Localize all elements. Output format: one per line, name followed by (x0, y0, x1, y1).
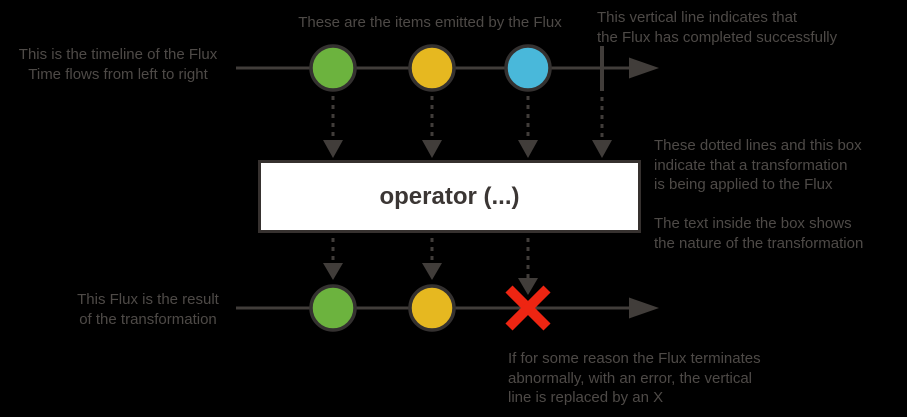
source-marble-yellow (408, 44, 456, 92)
dotted-arrowhead-source-complete-icon (592, 140, 612, 158)
operator-label: operator (...) (379, 182, 520, 210)
dotted-arrowhead-source-3-icon (518, 140, 538, 158)
note-emitted-items: These are the items emitted by the Flux (298, 14, 562, 31)
dotted-arrowhead-source-2-icon (422, 140, 442, 158)
operator-box: operator (...) (258, 160, 641, 233)
error-x-icon (505, 285, 551, 331)
result-marble-green (309, 284, 357, 332)
note-result: This Flux is the result of the transform… (77, 291, 219, 328)
dotted-arrowhead-result-error-icon (518, 278, 538, 295)
note-error: If for some reason the Flux terminates a… (508, 350, 761, 406)
note-transformation: These dotted lines and this box indicate… (654, 137, 864, 252)
result-marble-yellow (408, 284, 456, 332)
result-timeline-arrowhead-icon (629, 297, 659, 319)
source-timeline-arrowhead-icon (629, 57, 659, 79)
dotted-arrowhead-result-2-icon (422, 263, 442, 280)
note-timeline: This is the timeline of the Flux Time fl… (18, 46, 218, 83)
dotted-arrowhead-source-1-icon (323, 140, 343, 158)
note-completion: This vertical line indicates that the Fl… (597, 9, 838, 46)
dotted-arrowhead-result-1-icon (323, 263, 343, 280)
source-marble-green (309, 44, 357, 92)
source-marble-blue (504, 44, 552, 92)
